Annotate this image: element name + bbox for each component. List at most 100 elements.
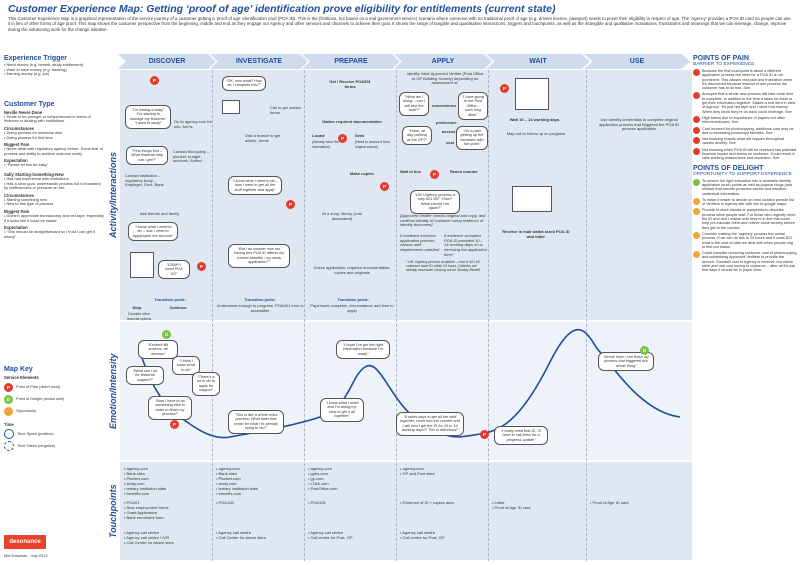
activity-note: Call to get advice, forms xyxy=(270,105,302,115)
delight-subheading: OPPORTUNITY TO SUPPORT EXPERIENCE xyxy=(693,171,792,177)
delight-icon xyxy=(693,178,700,186)
emotion-quote: “Now I have to do something else in orde… xyxy=(148,396,192,420)
pain-item: Not knowing when POA ID will be received… xyxy=(693,147,797,161)
touchpoint-item: Plunket.com xyxy=(124,476,210,481)
thought-bubble: “CRAP! I need POA ID!” xyxy=(158,260,190,280)
delight-text: Could consider removing customer cost of… xyxy=(702,251,797,273)
thought-bubble: “What am I doing – can I still test the … xyxy=(399,92,429,116)
touchpoint-item: POA01 xyxy=(124,500,210,505)
touchpoint-item: Call Centre for above sites xyxy=(216,535,302,540)
delight-icon: D xyxy=(4,395,13,404)
trigger-3: • Earning money (e.g. job) xyxy=(4,71,50,77)
factor-label: cost xyxy=(446,140,455,145)
activity-note: Identify ‘best’ Approved Verifier (Post … xyxy=(406,71,484,86)
activity-note: Seek xyxy=(355,133,365,138)
page-title: Customer Experience Map: Getting ‘proof … xyxy=(8,3,556,15)
pain-icon xyxy=(693,147,700,155)
pain-icon: P xyxy=(286,200,295,209)
touchpoint-item: Bank enrolment form xyxy=(124,515,210,520)
activity-note: Contact third-party – plunket, budget se… xyxy=(173,149,210,164)
form-sketch xyxy=(130,252,154,278)
touchpoint-item: Bank sites xyxy=(124,471,210,476)
touchpoints-use-forms: Proof of Age ID card xyxy=(590,500,686,505)
thought-bubble: “Oh! Urgency process is only $21.95!” “H… xyxy=(410,190,460,214)
touchpoints-investigate: agency.com Bank sites Plunket.com study.… xyxy=(216,466,302,497)
touchpoint-item: Evidence of ID + copies docs xyxy=(400,500,486,505)
activity-note: Wait in line xyxy=(400,169,421,174)
touchpoints-wait-forms: Letter Proof of Age ID card xyxy=(492,500,582,510)
pain-icon: P xyxy=(197,262,206,271)
touchpoint-item: study.com xyxy=(216,481,302,486)
touchpoint-item: agency.com xyxy=(308,466,394,471)
touchpoint-item: Call centre for Post, GP xyxy=(400,535,486,540)
clock-icon xyxy=(4,429,14,439)
touchpoint-item: gp.com xyxy=(308,476,394,481)
delight-icon: D xyxy=(162,330,171,339)
activity-note: May call to follow-up on progress xyxy=(506,131,566,136)
activity-note: Gather required documentation xyxy=(322,119,382,124)
key-time-taken: Time Taken (negative) xyxy=(4,441,104,451)
persona-text: • Tends to be younger or inexperienced i… xyxy=(4,113,91,124)
pain-icon: P xyxy=(150,76,159,85)
author-credit: Mel Edwards . July 2012 xyxy=(4,553,48,558)
thought-bubble: “But I do wonder how not having this POA… xyxy=(228,244,290,268)
touchpoint-item: Proof of Age ID card xyxy=(590,500,686,505)
touchpoint-item: PostOffice.com xyxy=(308,486,394,491)
touchpoints-apply-forms: Evidence of ID + copies docs xyxy=(400,500,486,505)
right-panel: POINTS OF PAIN BARRIER TO EXPERIENCE Bec… xyxy=(693,55,797,275)
emotion-quote: “What can I do for financial support?” xyxy=(126,366,164,386)
touchpoints-apply-calls: Agency call centre Call centre for Post,… xyxy=(400,530,486,540)
emotion-quote: “I know what I need and I’m doing my bes… xyxy=(320,398,364,422)
transition-text: Paperwork complete, circumstance and tim… xyxy=(310,303,394,313)
computer-sketch xyxy=(222,100,240,114)
key-opportunity-label: Opportunity xyxy=(16,408,37,414)
touchpoint-item: Proof of Age ID card xyxy=(492,505,582,510)
pain-icon xyxy=(693,137,700,145)
touchpoint-item: New employment forms xyxy=(124,505,210,510)
thought-bubble: “Hmm, all day parking at the GP?” xyxy=(402,126,432,146)
transition-label: Transition point: xyxy=(154,297,186,302)
activity-note: If evidence incorrect application proces… xyxy=(400,233,440,253)
delight-text: To make it easier to decide on best loca… xyxy=(702,197,795,207)
activity-note: If evidence accepted POA ID provided 10 … xyxy=(444,233,487,257)
key-pain-label: Point of Pain (didn’t work) xyxy=(16,384,61,390)
pain-heading: POINTS OF PAIN xyxy=(693,55,749,62)
emotion-quote: “Great! Now I can finish my process that… xyxy=(598,352,654,372)
touchpoint-item: benefits.com xyxy=(216,491,302,496)
activity-note: (Need to access it from original source) xyxy=(355,140,390,149)
logo: desonance xyxy=(4,535,46,549)
delight-text: Consider making the ‘urgency’ process th… xyxy=(702,231,793,249)
persona-text: • Has had experience with institutions. … xyxy=(4,175,101,191)
service-elements-heading: Service Elements xyxy=(4,375,39,380)
expectation-heading: Expectation xyxy=(4,158,28,164)
delight-text: To ensure the right education info is av… xyxy=(702,178,793,196)
activity-note: (Already have the information) xyxy=(312,140,339,149)
trigger-text: Earning money (e.g. job) xyxy=(6,71,50,77)
circumstances-text: • Doing process for someone else • Doing… xyxy=(4,129,63,140)
divider xyxy=(397,70,489,561)
delight-text: Provide in-store visuals or pamphlets to… xyxy=(702,208,796,230)
delight-item: Could consider removing customer cost of… xyxy=(693,251,797,272)
delight-item: Consider making the ‘urgency’ process th… xyxy=(693,231,797,249)
pain-icon: P xyxy=(170,420,179,429)
touchpoint-item: LTAA.com xyxy=(308,481,394,486)
divider xyxy=(120,70,213,561)
touchpoint-item: Agency call centre xyxy=(308,530,394,535)
expectation-heading: Expectation xyxy=(4,225,28,231)
stage-prepare: PREPARE xyxy=(302,54,400,69)
pain-text: Cost incurred for photocopying, addition… xyxy=(702,126,794,135)
pain-icon xyxy=(693,115,700,123)
pain-item: Because the first touchpoint is about a … xyxy=(693,69,797,90)
touchpoints-investigate-forms: POA126 xyxy=(216,500,302,505)
touchpoints-discover-calls: Agency call centre Agency call centre / … xyxy=(124,530,210,545)
activity-note: Make copies xyxy=(350,171,374,176)
stage-investigate: INVESTIGATE xyxy=(210,54,308,69)
touchpoint-item: Grant Application xyxy=(124,510,210,515)
emotion-quote: “This is like a whole extra process! Wha… xyxy=(228,410,284,434)
persona-sally: Sally Starting-Something-New xyxy=(4,171,64,177)
touchpoint-item: benefits.com xyxy=(124,491,210,496)
envelope-sketch xyxy=(512,186,552,212)
pain-item: High stress due to importance of papers … xyxy=(693,115,797,125)
